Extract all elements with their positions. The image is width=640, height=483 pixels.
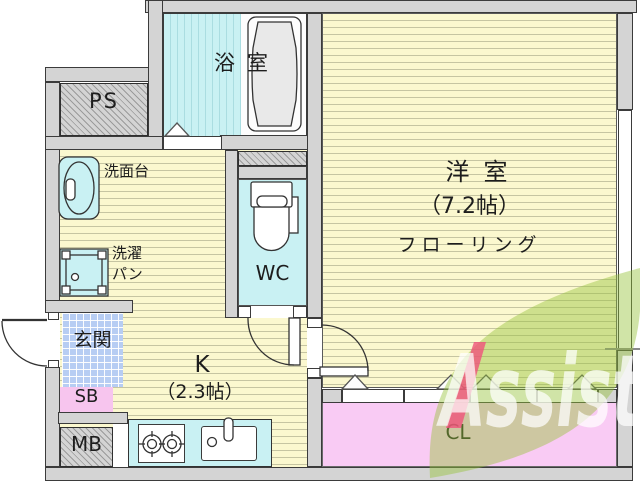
closet-door-panel (470, 389, 537, 403)
closet-floor (322, 402, 617, 467)
kitchen-size-label: （2.3帖） (156, 381, 244, 403)
wall-below-ps (45, 136, 163, 150)
kroom-door-opening (307, 328, 322, 368)
closet-door-triangle (470, 374, 502, 390)
wc-door-arc (247, 317, 295, 366)
closet-door-panel (342, 389, 404, 403)
western-room-label: 洋室 (445, 158, 522, 186)
leaf-icon (429, 268, 640, 478)
wall-right-lower (617, 350, 633, 467)
wc-door-opening (251, 306, 293, 318)
laundry-pan-corner (61, 250, 71, 260)
wc-door-jamb-left (238, 306, 251, 318)
wc-label: WC (255, 261, 290, 285)
toilet-lid (256, 195, 288, 208)
toilet-bowl (253, 206, 290, 252)
bath-door-triangle (163, 122, 191, 137)
wall-wc-left (225, 150, 238, 318)
wall-top (145, 0, 637, 13)
closet-door-triangle (435, 374, 467, 390)
laundry-pan-corner (97, 250, 107, 260)
meter-box-label: MB (71, 432, 102, 456)
washstand-faucet (65, 178, 76, 201)
wall-bottom (45, 467, 633, 481)
closet-rail-left (322, 389, 342, 403)
assist-logo-text: Assist (436, 333, 640, 450)
laundry-pan-inner (65, 254, 103, 291)
entry-door-arc (1, 320, 48, 367)
wc-duct (238, 151, 307, 166)
closet-door-triangle (566, 374, 598, 390)
meter-box (60, 427, 113, 467)
closet-door-triangle (340, 374, 370, 390)
laundry-label-line1: 洗濯 (112, 244, 143, 262)
wall-above-entry (45, 300, 133, 313)
washstand-basin (63, 161, 95, 215)
wall-right-upper (617, 13, 633, 110)
window-sill-line (605, 348, 640, 350)
pipe-space-label: PS (89, 89, 119, 113)
western-room-size-label: （7.2帖） (419, 194, 520, 219)
wall-center-vertical-lower (307, 378, 322, 467)
laundry-pan-corner (97, 285, 107, 295)
sink-drain (206, 436, 218, 448)
flooring-label: フローリング (397, 234, 542, 256)
pipe-space-box (60, 83, 148, 136)
bath-door-opening (163, 136, 222, 150)
wc-door-leaf (288, 317, 301, 366)
kroom-door-jamb-top (307, 318, 322, 328)
vanity-label: 洗面台 (104, 162, 150, 180)
wall-below-sb (58, 412, 128, 424)
bathroom-floor (164, 14, 241, 136)
wc-duct-wall (238, 166, 307, 179)
kroom-door-leaf (319, 366, 369, 377)
entry-tile (62, 313, 123, 387)
shoe-box-label: SB (74, 386, 99, 407)
shoe-box (60, 387, 113, 412)
entry-door-opening (45, 313, 60, 367)
stove-burner (159, 431, 185, 457)
kitchen-label: K (194, 352, 210, 378)
washstand-counter (58, 156, 100, 220)
logo-accent-stroke (446, 342, 486, 428)
western-room-floor (322, 13, 617, 388)
wall-center-vertical-upper (307, 13, 322, 318)
bathtub-inner (251, 21, 298, 127)
kroom-door-arc (321, 324, 369, 372)
laundry-pan-drain (70, 272, 80, 282)
entry-label: 玄関 (73, 329, 112, 351)
laundry-label-line2: パン (112, 265, 143, 283)
closet-rail-right (598, 389, 617, 403)
sink-faucet (223, 417, 234, 442)
meter-box-niche (113, 424, 128, 467)
laundry-pan-corner (61, 285, 71, 295)
bathroom-label: 浴室 (214, 51, 280, 75)
